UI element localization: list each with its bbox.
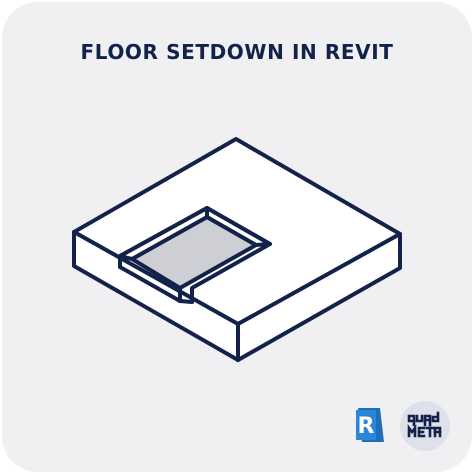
page-title: FLOOR SETDOWN IN REVIT xyxy=(80,40,394,64)
revit-logo-letter: R xyxy=(358,414,375,439)
revit-logo-icon: R xyxy=(356,408,384,442)
setdown-opening-edge xyxy=(118,206,272,304)
quad-meta-logo-icon xyxy=(400,401,450,451)
setdown-step-edge-right xyxy=(178,299,194,304)
setdown-step-edge-left xyxy=(118,265,182,303)
